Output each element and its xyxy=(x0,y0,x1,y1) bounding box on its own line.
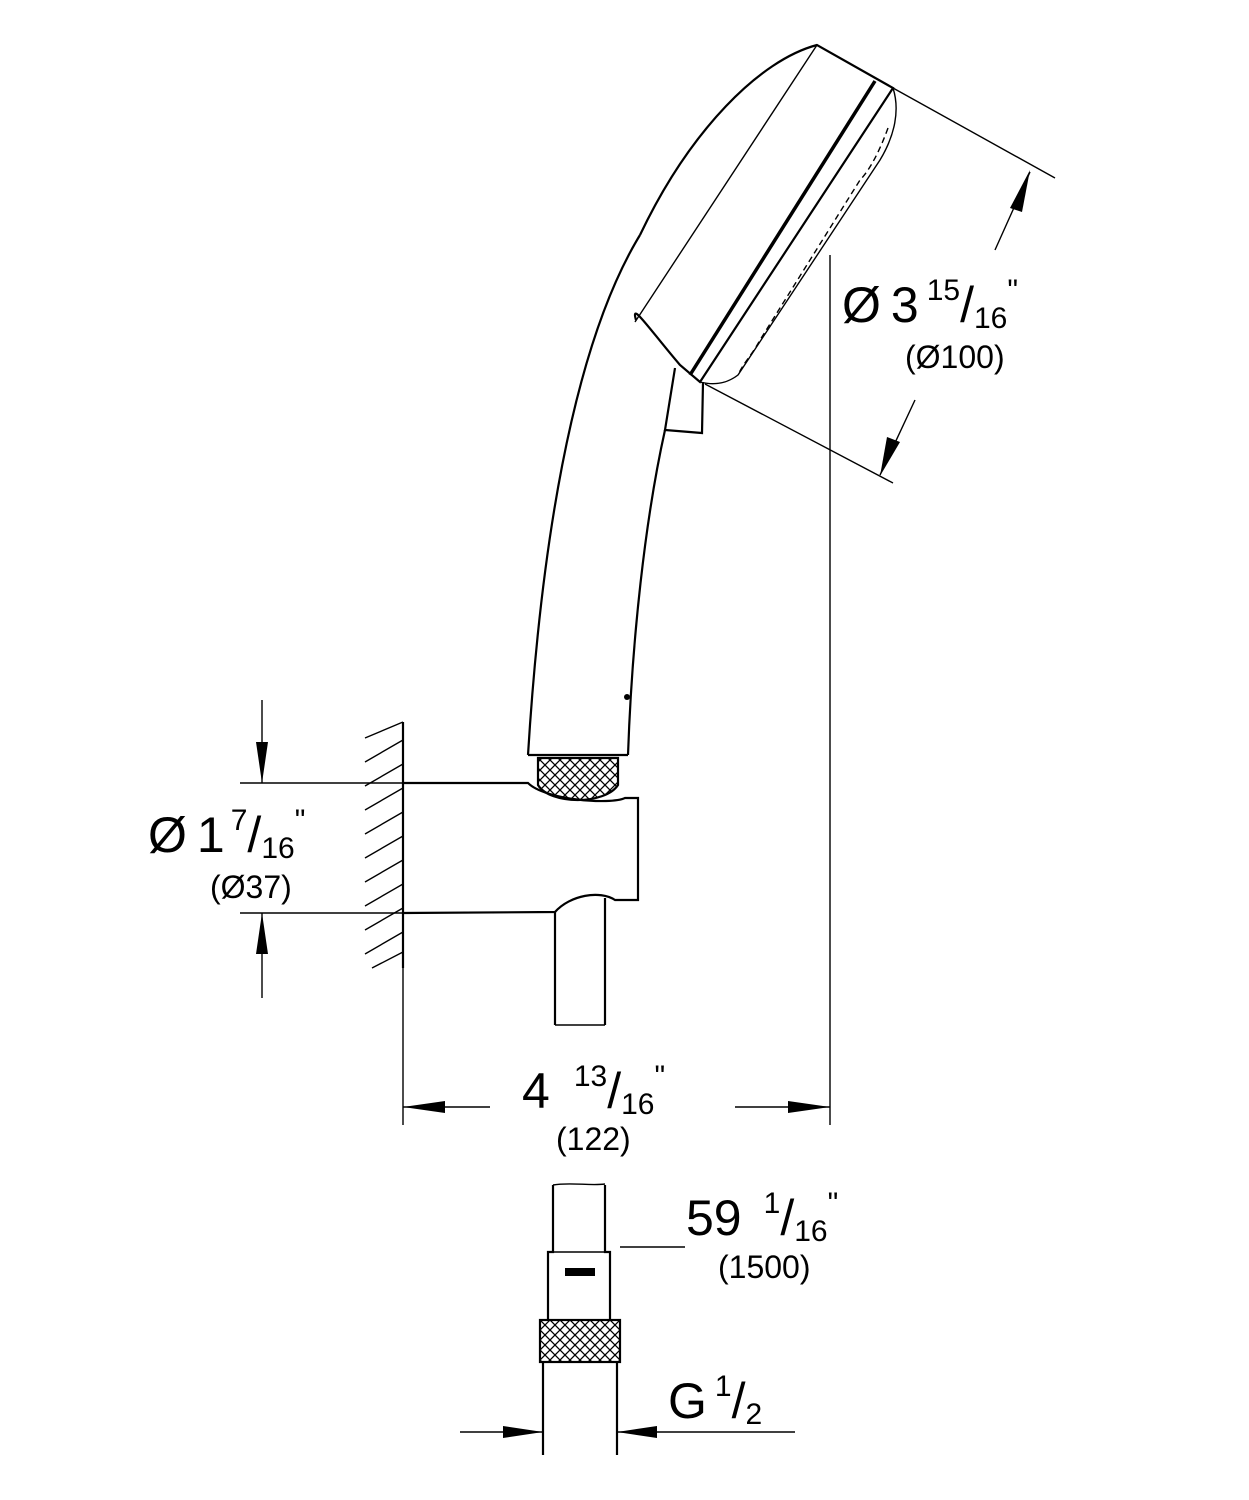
holder-diameter-metric: (Ø37) xyxy=(210,869,292,905)
dimension-lines xyxy=(240,87,1056,1438)
hand-shower xyxy=(526,43,897,757)
wall-holder xyxy=(402,756,640,1026)
brand-logo xyxy=(565,1268,595,1276)
head-diameter-metric: (Ø100) xyxy=(905,339,1005,375)
hose-end xyxy=(538,1183,622,1455)
hose-length-metric: (1500) xyxy=(718,1249,811,1285)
wall-hatching xyxy=(364,721,405,969)
projection-metric: (122) xyxy=(556,1121,631,1157)
